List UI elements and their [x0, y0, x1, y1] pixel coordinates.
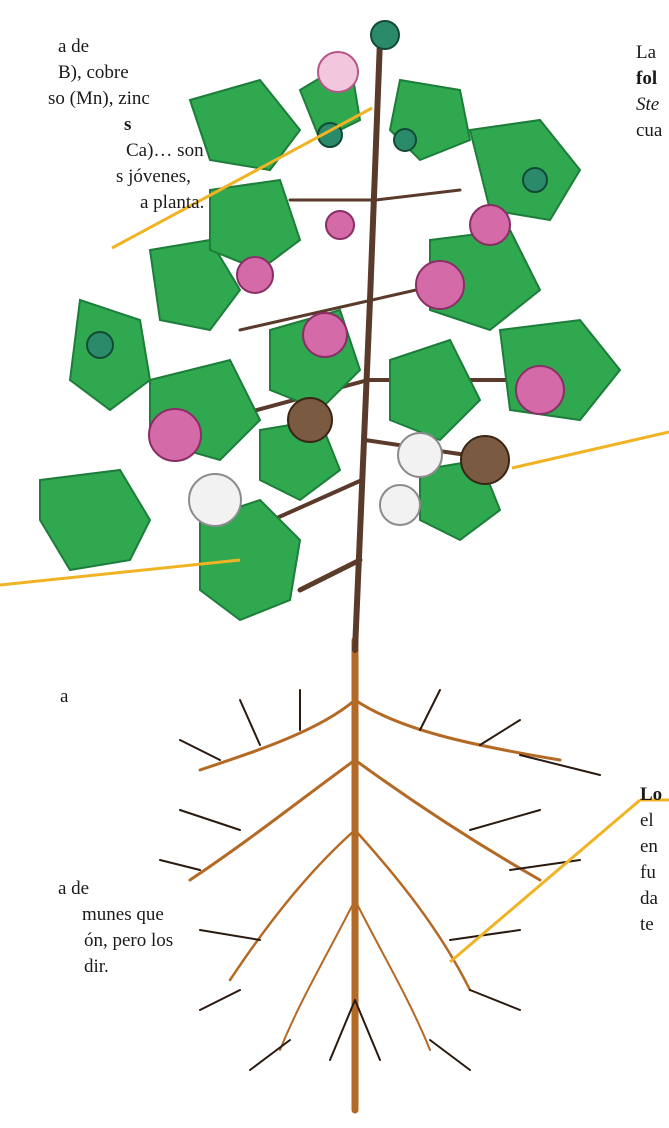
leaf: [390, 340, 480, 440]
annotation-bottom-right: Lo el en fu da te: [640, 782, 662, 938]
annotation-top-left: a de B), cobre so (Mn), zinc s Ca)… son …: [0, 34, 204, 216]
annotation-mid-left: a: [60, 684, 68, 710]
leader-line-top-right: [512, 432, 669, 468]
green-boll: [326, 211, 354, 239]
green-boll: [149, 409, 201, 461]
open-boll: [398, 433, 442, 477]
flower-bud: [394, 129, 416, 151]
green-boll: [416, 261, 464, 309]
flower: [318, 52, 358, 92]
flower-bud: [523, 168, 547, 192]
open-boll: [189, 474, 241, 526]
green-boll: [470, 205, 510, 245]
flower-bud: [371, 21, 399, 49]
open-boll: [380, 485, 420, 525]
plant-roots: [160, 640, 600, 1110]
flower-bud: [87, 332, 113, 358]
green-boll: [303, 313, 347, 357]
green-boll: [237, 257, 273, 293]
leaf: [70, 300, 150, 410]
annotation-top-right: La fol Ste cua: [636, 40, 662, 144]
leaf: [40, 470, 150, 570]
green-boll: [516, 366, 564, 414]
brown-boll: [288, 398, 332, 442]
annotation-bottom-left: a de munes que ón, pero los dir.: [0, 876, 173, 980]
brown-boll: [461, 436, 509, 484]
leader-line-bottom-left: [450, 800, 640, 962]
